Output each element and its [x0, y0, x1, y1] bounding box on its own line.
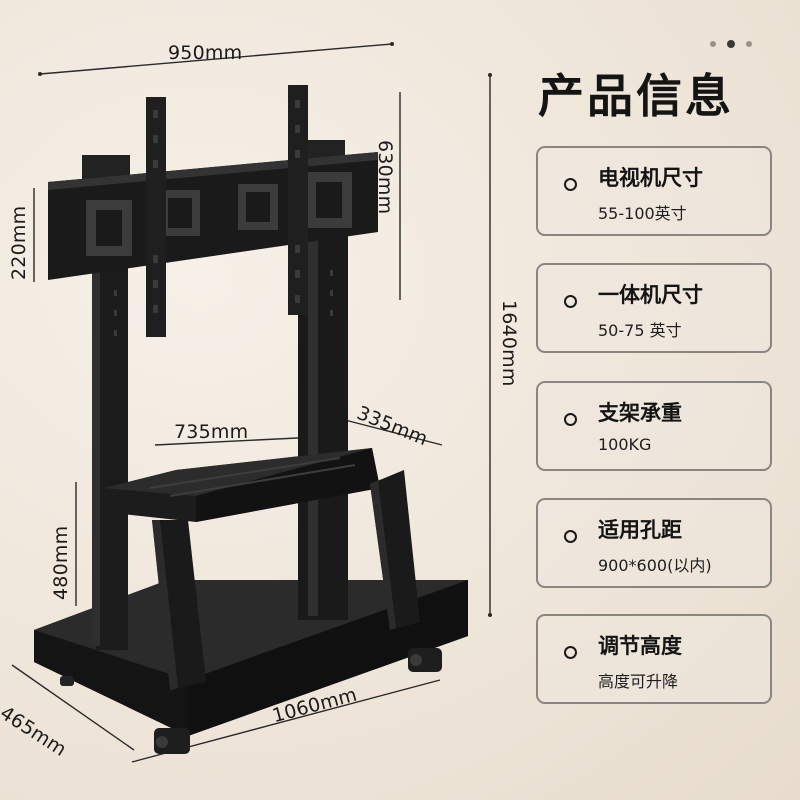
bullet-icon	[564, 413, 577, 426]
spec-label: 一体机尺寸	[598, 283, 703, 307]
carousel-dot-active[interactable]	[727, 40, 735, 48]
spec-card-height-adjust: 调节高度 高度可升降	[536, 614, 772, 704]
dimension-shelf-width: 735mm	[174, 421, 249, 443]
bullet-icon	[564, 295, 577, 308]
spec-value: 55-100英寸	[598, 204, 687, 223]
spec-card-load-capacity: 支架承重 100KG	[536, 381, 772, 471]
spec-card-all-in-one-size: 一体机尺寸 50-75 英寸	[536, 263, 772, 353]
spec-label: 支架承重	[598, 401, 682, 425]
dimension-top-width: 950mm	[168, 42, 243, 64]
bullet-icon	[564, 530, 577, 543]
spec-card-hole-spacing: 适用孔距 900*600(以内)	[536, 498, 772, 588]
carousel-indicator[interactable]	[708, 38, 756, 50]
spec-value: 50-75 英寸	[598, 321, 682, 340]
spec-label: 调节高度	[598, 634, 682, 658]
dimension-lines	[11, 43, 491, 763]
dimension-bracket-height: 220mm	[8, 205, 30, 280]
dimension-mount-height: 630mm	[374, 140, 396, 215]
carousel-dot[interactable]	[710, 41, 716, 47]
caster-wheels	[60, 648, 442, 754]
spec-card-tv-size: 电视机尺寸 55-100英寸	[536, 146, 772, 236]
spec-value: 900*600(以内)	[598, 556, 712, 575]
spec-label: 电视机尺寸	[598, 166, 703, 190]
carousel-dot[interactable]	[746, 41, 752, 47]
spec-value: 高度可升降	[598, 672, 679, 691]
bullet-icon	[564, 178, 577, 191]
bullet-icon	[564, 646, 577, 659]
info-panel-title: 产品信息	[538, 69, 734, 123]
dimension-total-height: 1640mm	[498, 300, 520, 387]
spec-label: 适用孔距	[598, 518, 682, 542]
spec-value: 100KG	[598, 435, 652, 454]
dimension-shelf-height: 480mm	[50, 525, 72, 600]
